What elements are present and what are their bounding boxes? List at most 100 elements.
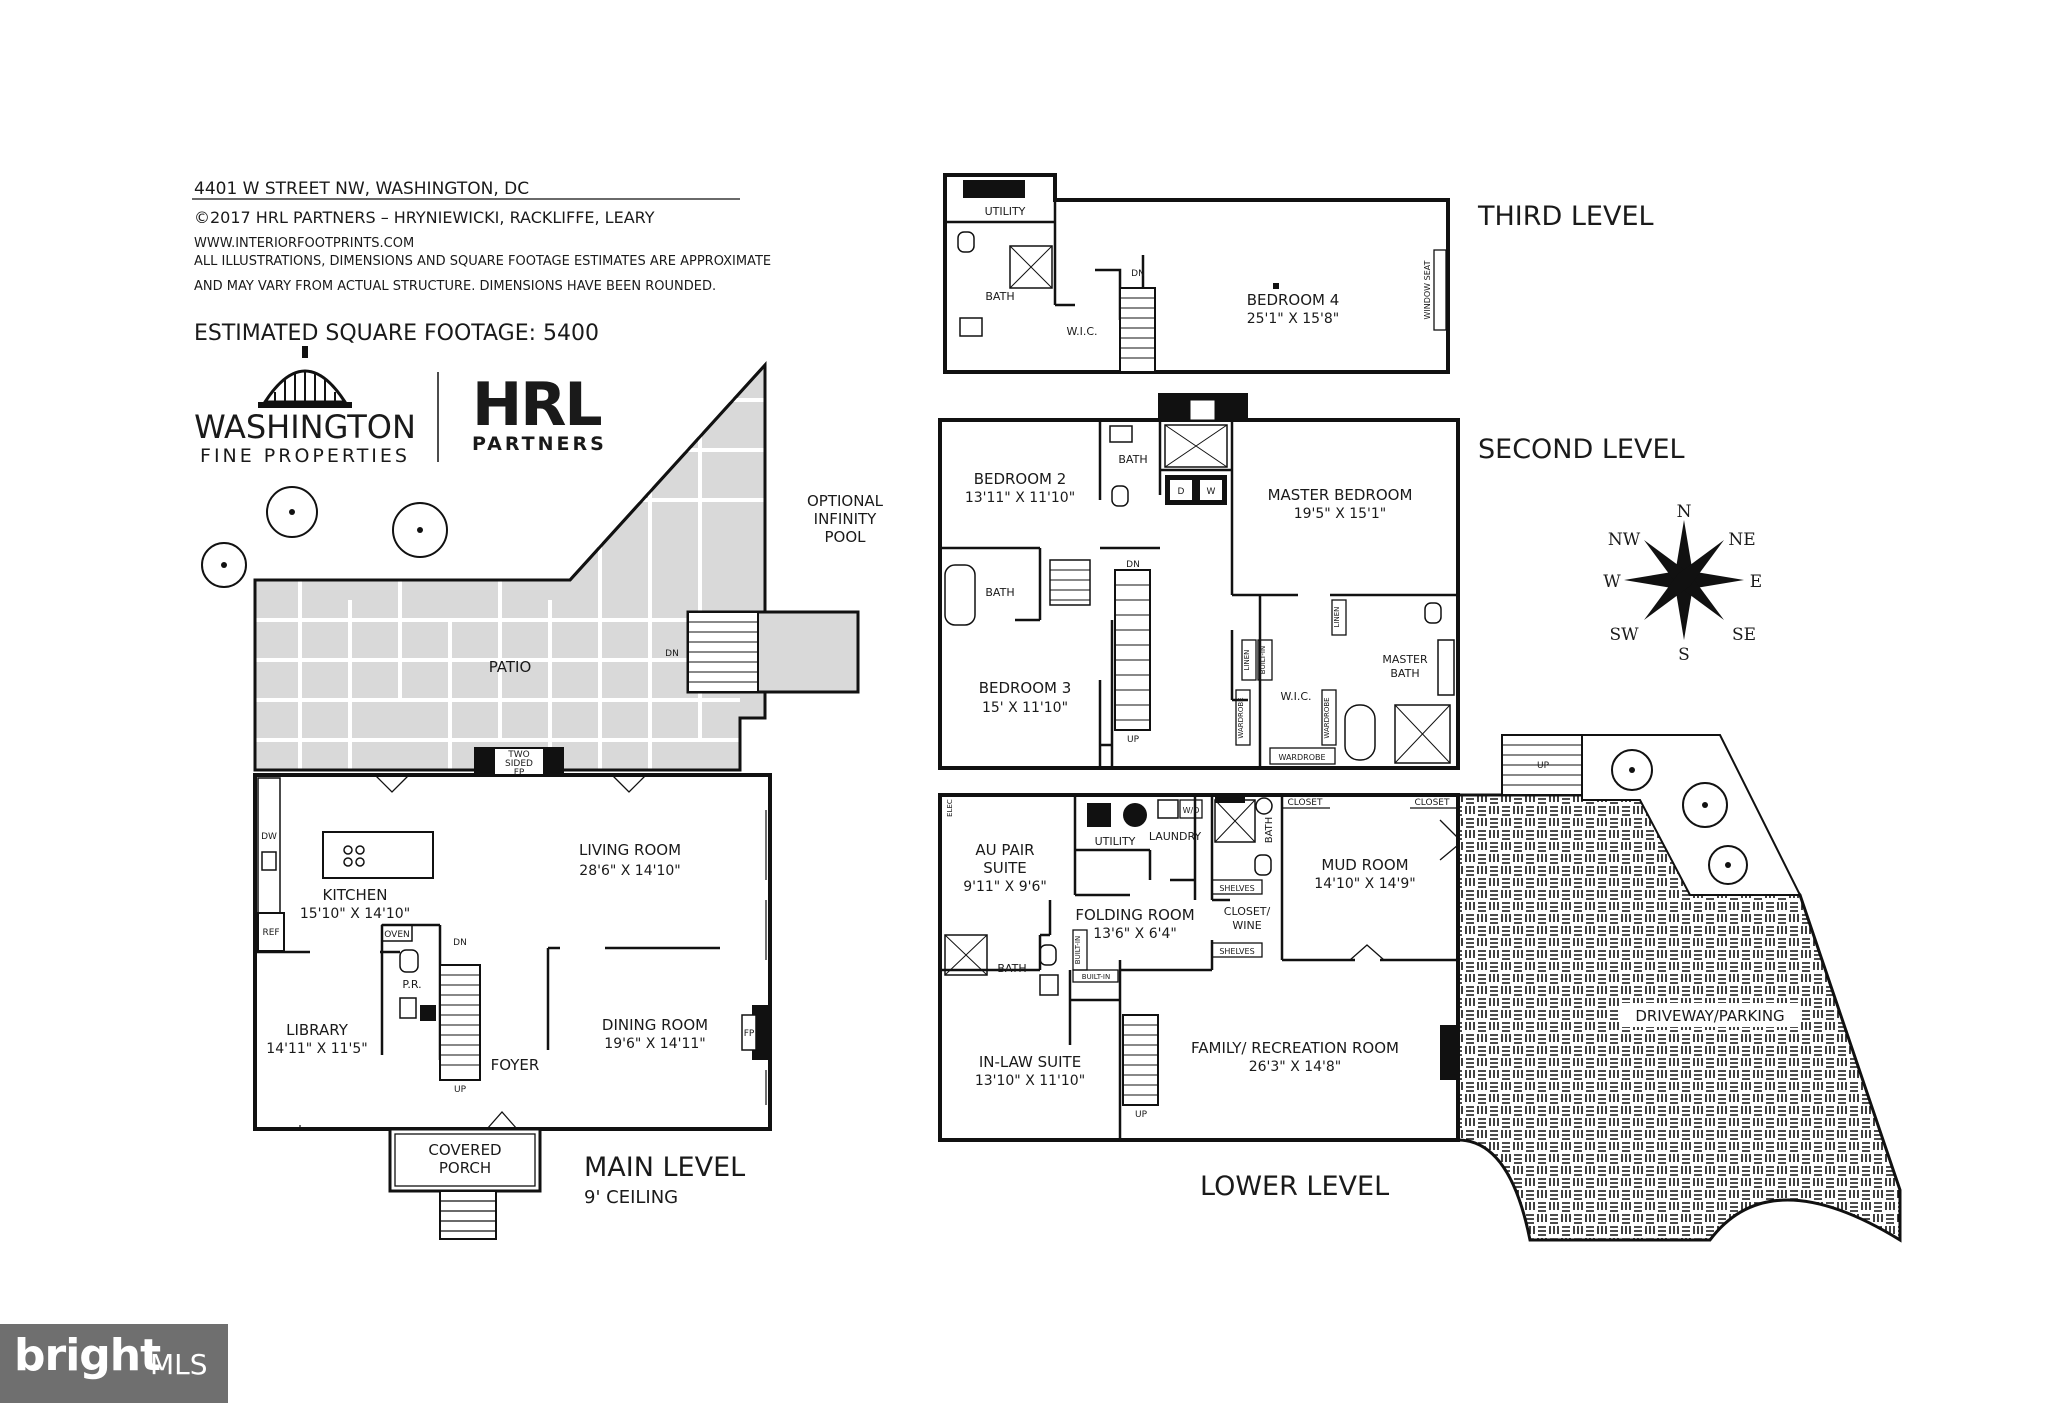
family-room-label: FAMILY/ RECREATION ROOM: [1191, 1039, 1399, 1057]
lower-shower-2: [944, 934, 988, 976]
bedroom3-dim: 15' X 11'10": [982, 700, 1068, 716]
living-room-label: LIVING ROOM: [579, 841, 681, 859]
third-shower: [1009, 245, 1053, 289]
mls-suffix: MLS: [150, 1348, 208, 1381]
capitol-dome-icon: [258, 346, 352, 408]
tree-icon: [201, 542, 247, 588]
lower-level-plan: UP DRIVEWAY/PARKING ELEC AU PAIR SUITE 9…: [938, 734, 1902, 1243]
tree-icon: [1611, 749, 1653, 791]
mud-room-dim: 14'10" X 14'9": [1314, 876, 1415, 892]
closet-wine-label-2: WINE: [1232, 919, 1261, 932]
compass-s: S: [1678, 645, 1690, 665]
compass-nw: NW: [1608, 530, 1641, 550]
bedroom2-dim: 13'11" X 11'10": [965, 490, 1075, 506]
au-pair-label-1: AU PAIR: [975, 841, 1034, 859]
driveway-label: DRIVEWAY/PARKING: [1635, 1007, 1784, 1025]
tree-icon: [392, 502, 448, 558]
ref-label: REF: [262, 928, 279, 938]
folding-room-dim: 13'6" X 6'4": [1093, 926, 1177, 942]
pool-label-1: OPTIONAL: [807, 492, 884, 510]
third-stairs: [1119, 287, 1156, 373]
kitchen-label: KITCHEN: [323, 886, 388, 904]
master-shower: [1394, 704, 1451, 764]
master-vanity: [1437, 639, 1455, 696]
bath2-toilet: [1111, 485, 1129, 507]
window-seat: [1433, 249, 1447, 331]
lower-bath-label-1: BATH: [1264, 817, 1275, 844]
wardrobe-left: [1235, 689, 1251, 746]
master-bedroom-dim: 19'5" X 15'1": [1294, 506, 1387, 522]
porch-steps: [439, 1190, 497, 1240]
cooktop-icon: [343, 845, 365, 867]
wfp-sub: FINE PROPERTIES: [200, 445, 410, 467]
living-room-dim: 28'6" X 14'10": [579, 863, 680, 879]
lower-utility-label: UTILITY: [1095, 835, 1136, 848]
main-stairs-up: UP: [454, 1085, 467, 1095]
second-stairs-dn: DN: [1126, 560, 1140, 570]
shelves-1: [1211, 879, 1263, 895]
compass-rose-icon: N NE E SE S SW W NW: [1603, 502, 1762, 665]
fp-label-1: TWO: [507, 750, 529, 760]
compass-sw: SW: [1609, 625, 1639, 645]
master-bath-label-2: BATH: [1390, 667, 1419, 680]
family-room-dim: 26'3" X 14'8": [1249, 1059, 1342, 1075]
laundry-sink: [1157, 799, 1179, 819]
disclaimer-line-1: ALL ILLUSTRATIONS, DIMENSIONS AND SQUARE…: [194, 254, 771, 269]
linen-closet-1: [1241, 639, 1257, 681]
main-level-plan: DN OPTIONAL INFINITY POOL PATIO TWO SIDE…: [201, 361, 884, 1240]
au-pair-dim: 9'11" X 9'6": [963, 879, 1047, 895]
lower-stairs: [1122, 1014, 1159, 1106]
laundry-label: LAUNDRY: [1149, 830, 1202, 843]
compass-e: E: [1750, 572, 1762, 592]
kitchen-island: [322, 831, 434, 879]
closet-wine-label-1: CLOSET/: [1224, 905, 1271, 918]
shelves-2: [1211, 942, 1263, 958]
washington-fine-properties-logo: WASHINGTON FINE PROPERTIES: [194, 346, 416, 467]
third-toilet: [957, 231, 975, 253]
mud-room-label: MUD ROOM: [1321, 856, 1408, 874]
lower-toilet-1: [1254, 854, 1272, 876]
third-stairs-dn: DN: [1131, 269, 1145, 279]
washer-label: W: [1207, 487, 1216, 497]
third-bath-label: BATH: [985, 290, 1014, 303]
pool-label-3: POOL: [824, 528, 866, 546]
main-level-exterior-wall: [253, 773, 772, 1131]
main-level-title: MAIN LEVEL: [584, 1152, 745, 1183]
bath3-label: BATH: [985, 586, 1014, 599]
family-fireplace: [1440, 1025, 1458, 1080]
closet-label-2: CLOSET: [1415, 798, 1450, 808]
second-stairs-up: UP: [1127, 735, 1140, 745]
library-label: LIBRARY: [286, 1021, 349, 1039]
linen-label-2: LINEN: [1333, 607, 1341, 628]
lower-doors: [1349, 819, 1459, 961]
window-seat-label: WINDOW SEAT: [1423, 260, 1432, 319]
closet-stairs-detail: [1049, 559, 1091, 606]
bedroom4-dim: 25'1" X 15'8": [1247, 311, 1340, 327]
oven-label: OVEN: [384, 930, 410, 940]
kitchen-dim: 15'10" X 14'10": [300, 906, 410, 922]
kitchen-sink-icon: [261, 851, 277, 871]
bathtub: [944, 564, 976, 626]
website-text: WWW.INTERIORFOOTPRINTS.COM: [194, 236, 414, 251]
hrl-partners-logo: HRL PARTNERS: [472, 370, 604, 455]
lower-toilet-2: [1039, 944, 1057, 966]
wardrobe-label-2: WARDROBE: [1323, 697, 1331, 738]
in-law-suite-dim: 13'10" X 11'10": [975, 1073, 1085, 1089]
wardrobe-label-3: WARDROBE: [1278, 753, 1325, 762]
third-level-plan: UTILITY BATH W.I.C. DN BEDROOM 4 25'1" X…: [943, 173, 1450, 374]
main-stairs: [439, 964, 481, 1081]
washer-dryer-lower: [1179, 799, 1203, 819]
patio-door: [374, 774, 647, 793]
built-in-label-1: BUILT-IN: [1074, 936, 1082, 964]
lower-sink-2: [1039, 974, 1059, 996]
built-in-label-2: BUILT-IN: [1082, 973, 1110, 981]
fp-label: FP: [744, 1029, 755, 1039]
third-sink: [959, 317, 983, 337]
third-interior-walls: [945, 200, 1145, 372]
covered-porch: [388, 1127, 542, 1193]
tree-icon: [1682, 782, 1728, 828]
third-wic-label: W.I.C.: [1066, 325, 1097, 338]
closet-label-1: CLOSET: [1288, 798, 1323, 808]
bedroom3-label: BEDROOM 3: [979, 679, 1072, 697]
second-interior-walls: [940, 420, 1458, 768]
